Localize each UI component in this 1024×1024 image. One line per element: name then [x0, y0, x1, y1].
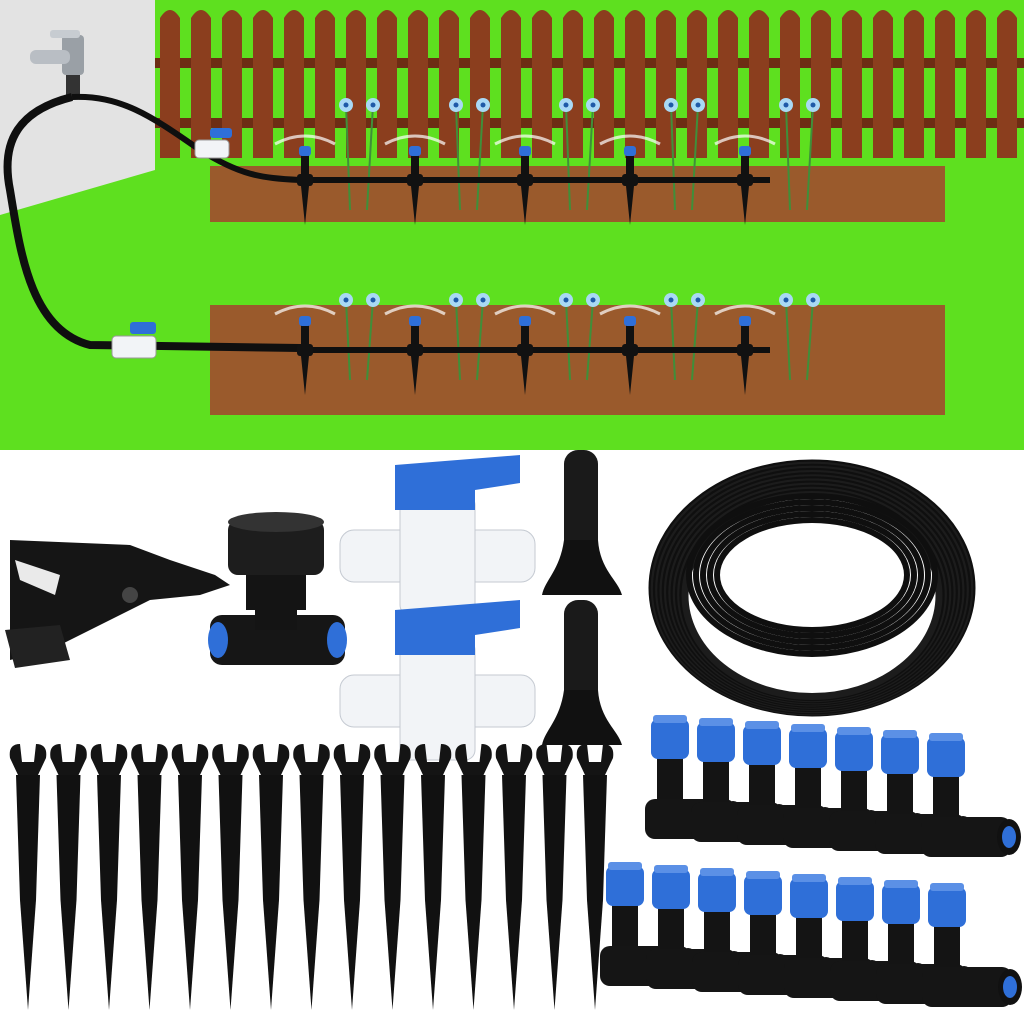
sprinkler-icon [384, 134, 446, 225]
fence-picket [501, 10, 521, 158]
fence-picket [377, 10, 397, 158]
mist-nozzle-tee-icon [922, 883, 1022, 1007]
soil-bed-bottom [210, 305, 945, 415]
mist-nozzle-tee-icon [921, 733, 1021, 857]
fence-picket [811, 10, 831, 158]
hose-stake-icon [333, 744, 371, 1010]
sprinkler-icon [274, 304, 336, 395]
tubing-coil-icon [648, 459, 976, 717]
flower-icon [559, 293, 600, 381]
flower-icon [779, 98, 820, 211]
sprinkler-icon [714, 304, 776, 395]
fence-picket [780, 10, 800, 158]
fence-picket [625, 10, 645, 158]
sprinkler-icon [599, 134, 661, 225]
fence-picket [966, 10, 986, 158]
fence-picket [718, 10, 738, 158]
stake-base-icon [542, 450, 622, 595]
fence-picket [439, 10, 459, 158]
hose-stake-icon [50, 744, 87, 1010]
flower-icon [339, 98, 380, 211]
hose-stake-icon [9, 744, 47, 1010]
valve-icon [111, 322, 157, 359]
fence-picket [749, 10, 769, 158]
fence-picket [284, 10, 304, 158]
tube-cutter-icon [5, 540, 230, 668]
faucet-adapter-tee-icon [208, 512, 347, 665]
fence-picket [687, 10, 707, 158]
flower-icon [559, 98, 600, 211]
hose-stake-icon [171, 744, 209, 1010]
hose-stake-icon [495, 744, 533, 1010]
flower-icon [339, 293, 380, 381]
flower-icon [779, 293, 820, 381]
sprinkler-icon [494, 134, 556, 225]
faucet-icon [30, 30, 84, 97]
fence-picket [408, 10, 428, 158]
fence-picket [222, 10, 242, 158]
fence-picket [594, 10, 614, 158]
garden-scene [0, 0, 1024, 450]
fence-picket [563, 10, 583, 158]
fence-picket [160, 10, 180, 158]
fence-picket [470, 10, 490, 158]
fence-picket [904, 10, 924, 158]
flower-icon [449, 98, 490, 211]
sprinkler-icon [494, 304, 556, 395]
fence-picket [315, 10, 335, 158]
fence-picket [842, 10, 862, 158]
shutoff-valve-icon [339, 600, 536, 761]
sprinkler-icon [714, 134, 776, 225]
kit-contents [5, 450, 1022, 1010]
sprinkler-icon [384, 304, 446, 395]
sprinkler-icon [274, 134, 336, 225]
hose-stake-icon [293, 744, 330, 1010]
fence-picket [346, 10, 366, 158]
flower-icon [664, 98, 705, 211]
valve-icon [194, 128, 232, 159]
flower-icon [449, 293, 490, 381]
hose-stake-icon [212, 744, 249, 1010]
sprinkler-icon [599, 304, 661, 395]
fence-picket [532, 10, 552, 158]
hose-stake-icon [131, 744, 168, 1010]
hose-stake-icon [414, 744, 452, 1010]
hose-stake-icon [536, 744, 573, 1010]
fence-picket [997, 10, 1017, 158]
fence-icon [155, 10, 1024, 158]
hose-stake-icon [576, 744, 614, 1010]
hose-stake-icon [455, 744, 492, 1010]
shutoff-valve-icon [339, 455, 536, 616]
soil-bed-top [210, 166, 945, 222]
fence-picket [253, 10, 273, 158]
main-hose [3, 93, 301, 352]
fence-picket [873, 10, 893, 158]
stake-base-icon [542, 600, 622, 745]
hose-stake-icon [90, 744, 128, 1010]
hose-stake-icon [374, 744, 411, 1010]
hose-stake-icon [252, 744, 290, 1010]
fence-picket [191, 10, 211, 158]
flower-icon [664, 293, 705, 381]
fence-picket [935, 10, 955, 158]
